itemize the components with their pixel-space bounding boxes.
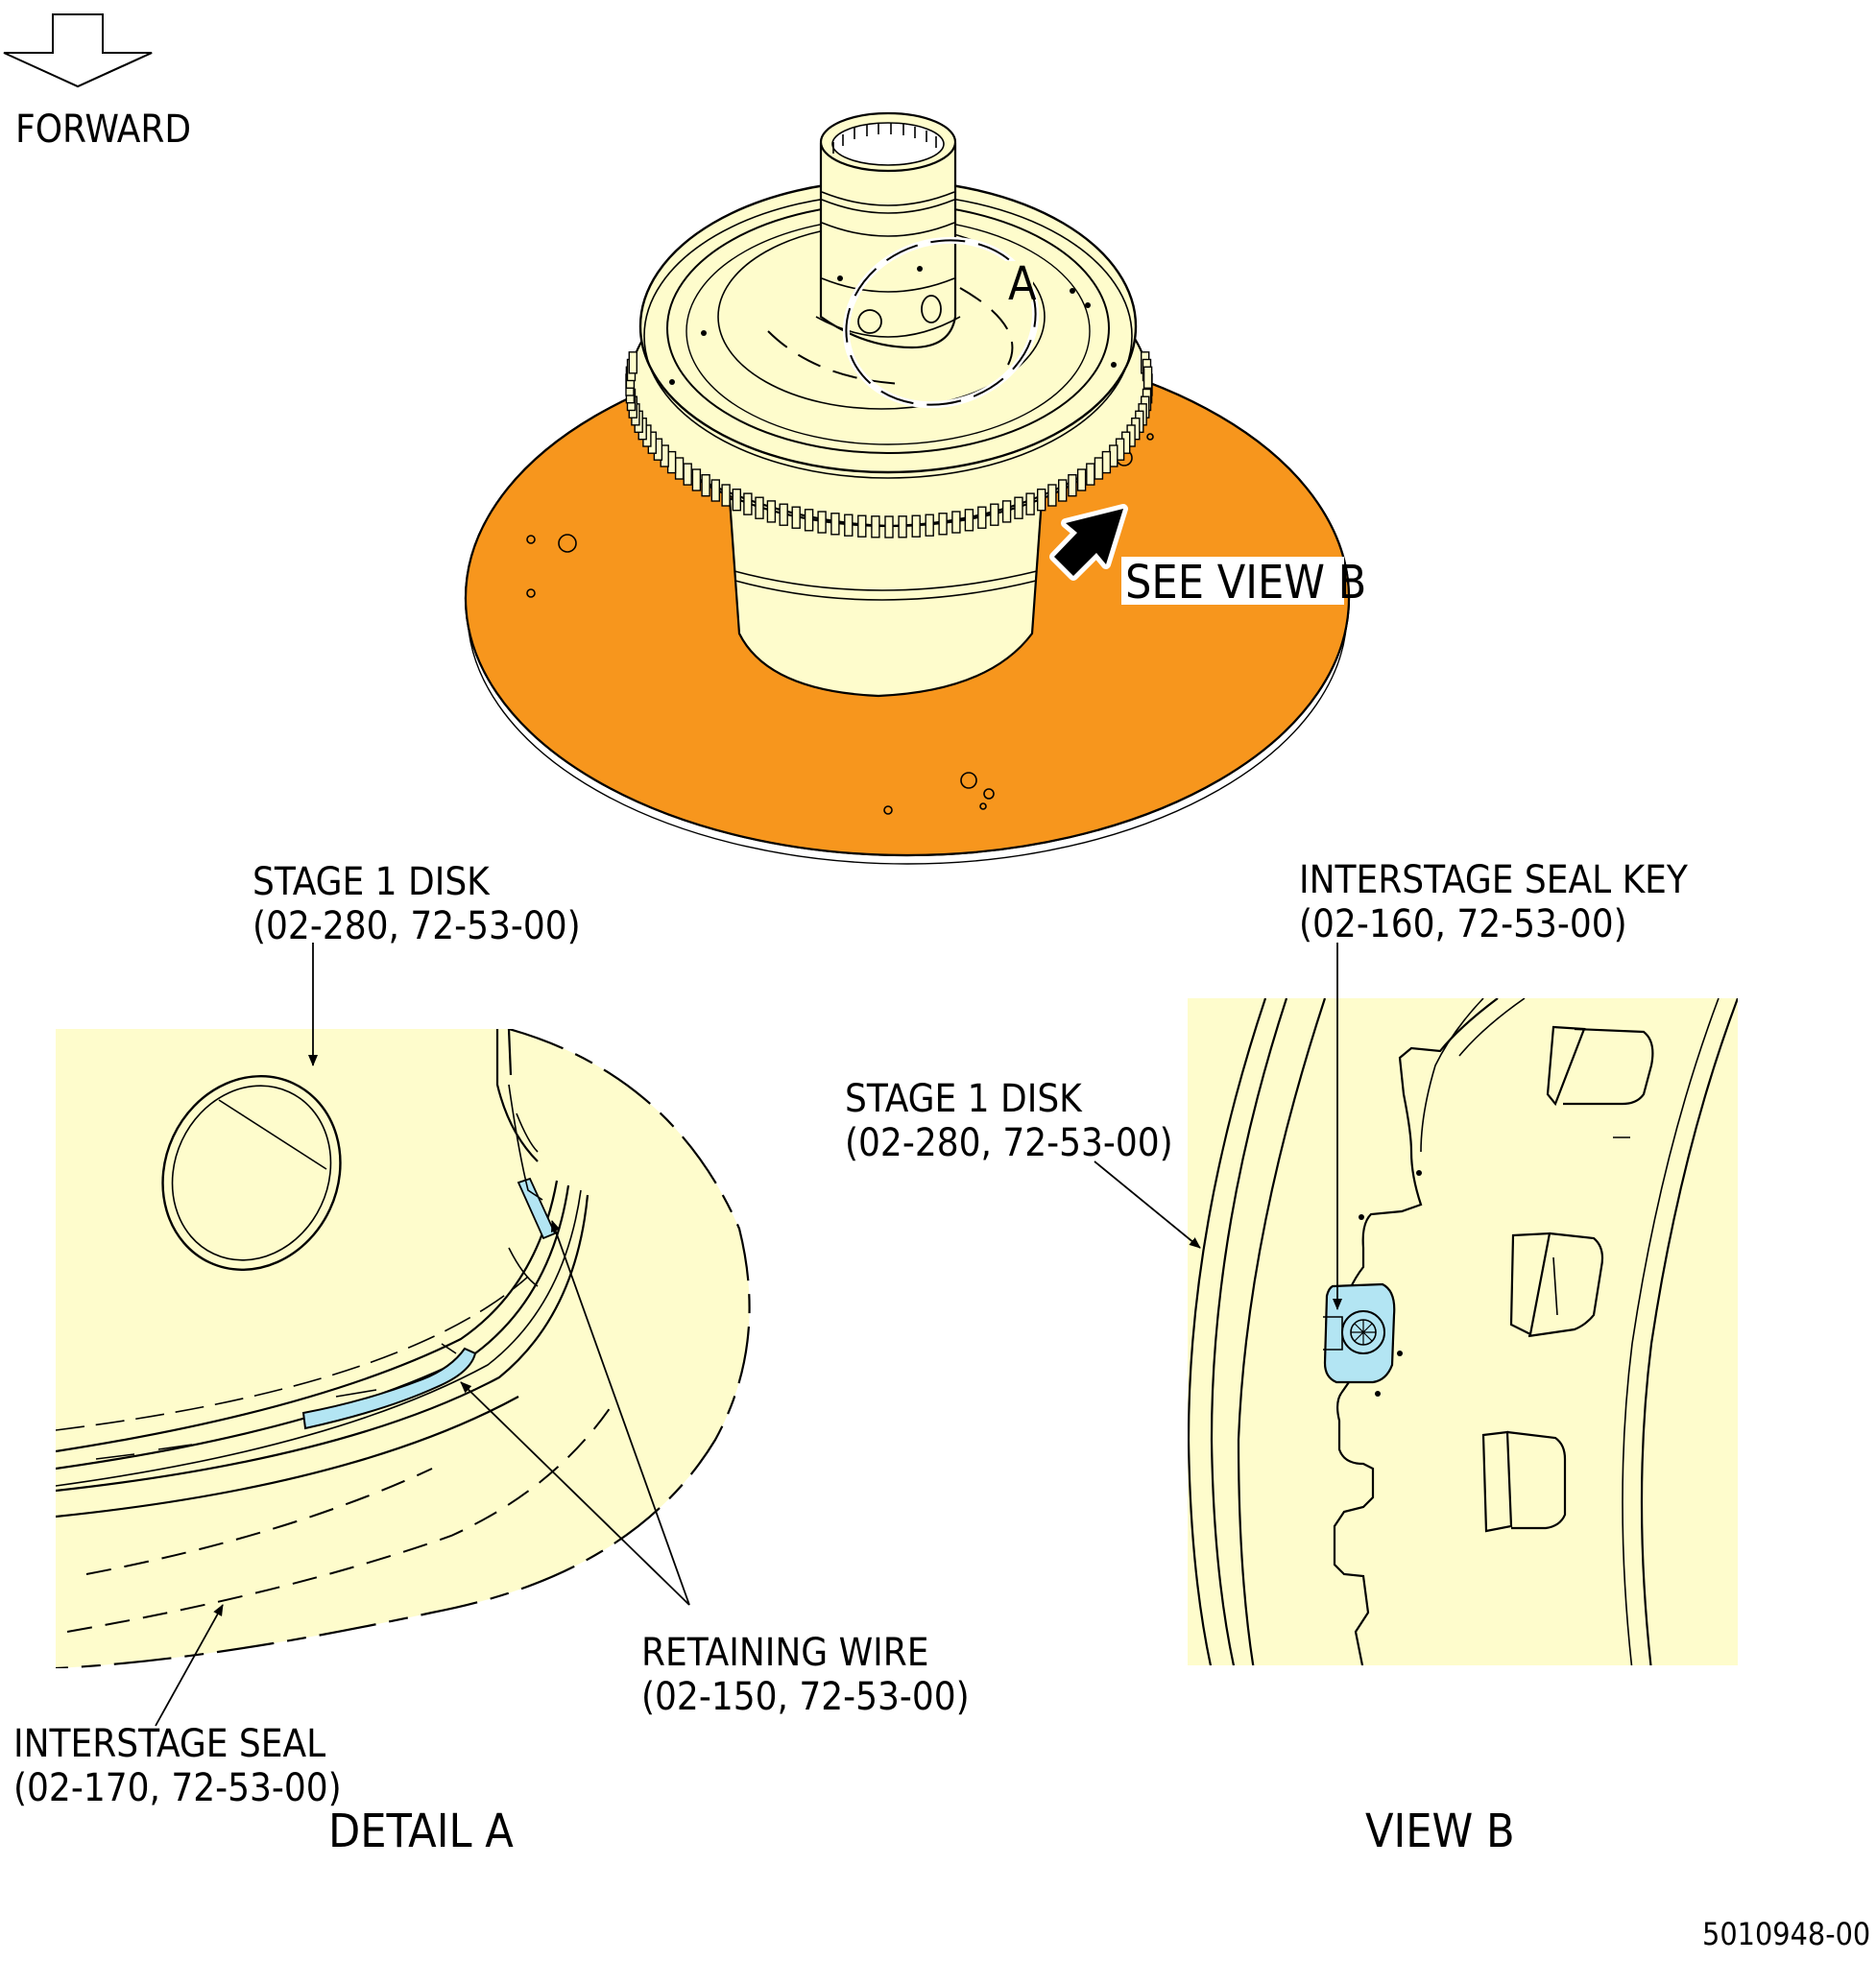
gear-tooth [779, 503, 788, 526]
gear-tooth [721, 484, 731, 507]
leader-interstage-seal [155, 1604, 224, 1727]
gear-tooth [791, 506, 801, 529]
gear-tooth [1036, 489, 1046, 512]
gear-tooth [804, 509, 814, 532]
gear-tooth [964, 509, 974, 532]
gear-tooth [938, 513, 948, 536]
gear-tooth [1014, 496, 1023, 519]
gear-tooth [1001, 500, 1012, 523]
gear-tooth [628, 351, 637, 374]
gear-tooth [1068, 474, 1077, 497]
gear-tooth [977, 506, 987, 529]
detail-a-interstage-seal-name: INTERSTAGE SEAL [13, 1722, 325, 1766]
gear-tooth [925, 514, 934, 537]
gear-tooth [898, 515, 907, 538]
gear-tooth [871, 515, 880, 538]
view-b-arrow-icon [1049, 504, 1128, 581]
detail-a-marker: A [1008, 257, 1037, 311]
gear-tooth [884, 515, 894, 538]
view-b-stage1-disk-ref: (02-280, 72-53-00) [845, 1121, 1173, 1165]
leader-retaining-wire-2 [460, 1381, 690, 1606]
gear-tooth [857, 514, 867, 538]
gear-tooth [1142, 366, 1153, 389]
forward-label: FORWARD [15, 108, 191, 152]
hub-cylinder [728, 497, 1044, 698]
detail-a-retaining-wire-ref: (02-150, 72-53-00) [641, 1675, 970, 1719]
main-assembly-view: A SEE VIEW B [464, 111, 1366, 865]
leader-retaining-wire-1 [550, 1220, 690, 1606]
gear-tooth [701, 474, 710, 497]
gear-tooth [755, 496, 764, 519]
detail-a-marker-bg [1002, 261, 1033, 301]
gear-tooth [1101, 450, 1112, 474]
gear-tooth [766, 500, 777, 523]
gear-tooth [1057, 479, 1068, 502]
view-b-seal-key-ref: (02-160, 72-53-00) [1299, 902, 1627, 946]
gear-tooth [1076, 468, 1087, 491]
gear-tooth [830, 513, 840, 536]
gear-tooth [1025, 492, 1035, 515]
gear-tooth [732, 489, 741, 512]
figure-number: 5010948-00 [1702, 1916, 1870, 1952]
gear-tooth [844, 514, 854, 537]
view-b-seal-key-name: INTERSTAGE SEAL KEY [1299, 858, 1689, 902]
forward-arrow-icon [3, 13, 153, 88]
detail-a-stage1-disk-name: STAGE 1 DISK [253, 860, 491, 904]
see-view-b-label: SEE VIEW B [1125, 556, 1366, 610]
detail-a-title: DETAIL A [328, 1805, 514, 1858]
detail-a-view [56, 1029, 758, 1668]
gear-tooth [691, 468, 702, 491]
gear-tooth [1094, 457, 1104, 480]
detail-a-retaining-wire-name: RETAINING WIRE [641, 1631, 929, 1675]
leader-stage1-disk-b [1094, 1160, 1201, 1249]
gear-tooth [743, 492, 753, 515]
gear-tooth [990, 503, 999, 526]
gear-tooth [674, 457, 685, 480]
view-b-title: VIEW B [1365, 1805, 1515, 1858]
center-shaft [815, 111, 961, 349]
detail-a-stage1-disk-ref: (02-280, 72-53-00) [253, 904, 581, 948]
gear-tooth [1086, 463, 1095, 486]
gear-tooth [683, 463, 692, 486]
view-b-stage1-disk-name: STAGE 1 DISK [845, 1077, 1083, 1121]
see-view-b-bg [1121, 557, 1344, 605]
gear-tooth [1047, 484, 1057, 507]
gear-tooth [817, 511, 827, 534]
gear-tooth [710, 479, 720, 502]
gear-tooth [951, 511, 961, 534]
detail-a-interstage-seal-ref: (02-170, 72-53-00) [13, 1766, 342, 1810]
gear-tooth [911, 514, 921, 538]
view-b-panel [1188, 998, 1738, 1665]
